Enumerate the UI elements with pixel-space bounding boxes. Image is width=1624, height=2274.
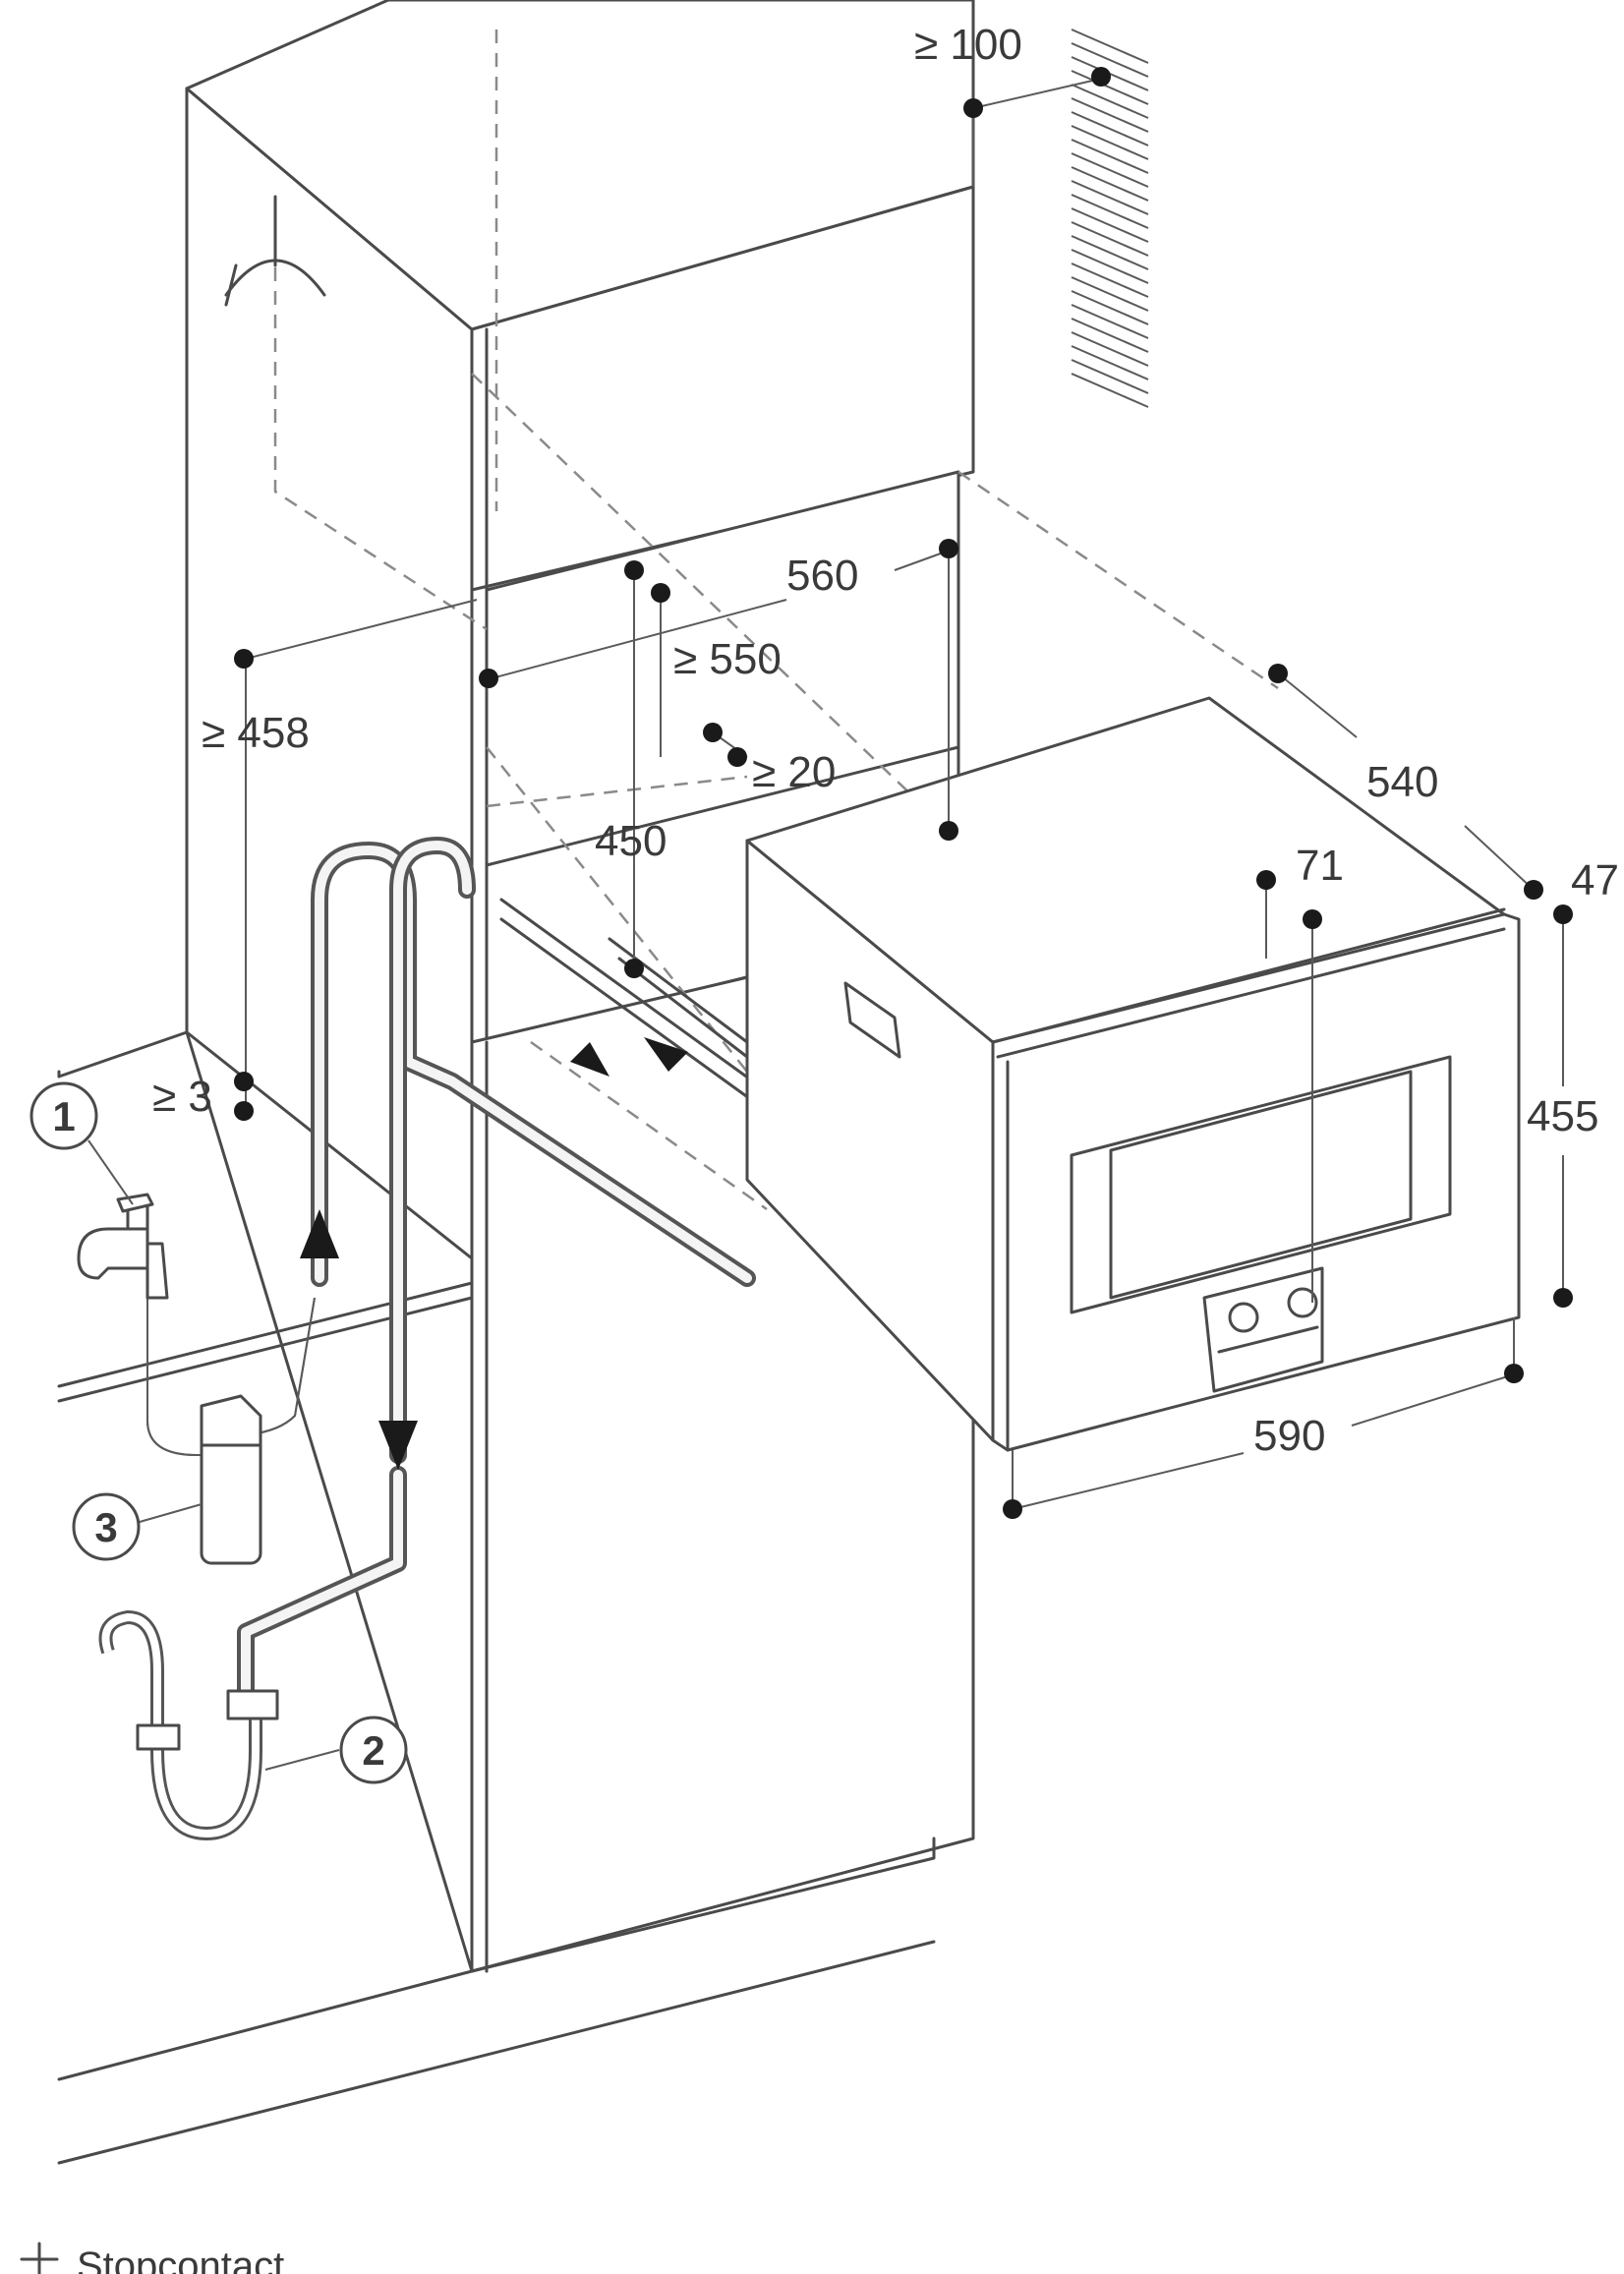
dim-niche-height: 450 — [595, 817, 667, 865]
hatch-line — [1071, 318, 1149, 353]
dim-niche-width: 560 — [786, 552, 858, 600]
hatch-line — [1071, 29, 1149, 64]
callout-2-label: 2 — [362, 1727, 384, 1774]
hatch-line — [1071, 166, 1149, 202]
hatch-line — [1071, 180, 1149, 215]
construction-lines — [273, 29, 1279, 1211]
dim-device-height: 455 — [1527, 1092, 1598, 1140]
hatch-line — [1071, 290, 1149, 325]
callout-3: 3 — [72, 1492, 141, 1561]
hatch-line — [1071, 42, 1149, 78]
hatch-line — [1071, 276, 1149, 312]
hatch-line — [1071, 262, 1149, 298]
hatch-line — [1071, 139, 1149, 174]
legend: Stopcontact — [20, 2242, 284, 2274]
dim-niche-depth: ≥ 550 — [673, 635, 782, 683]
callout-1-label: 1 — [52, 1093, 75, 1139]
dim-gap-top: ≥ 20 — [752, 748, 836, 796]
water-filter-icon — [200, 1394, 262, 1565]
hatch-line — [1071, 111, 1149, 146]
hatch-line — [1071, 194, 1149, 229]
water-tap-icon — [77, 1193, 169, 1300]
hatch-line — [1071, 359, 1149, 394]
dim-front-offset: 47 — [1571, 856, 1619, 904]
callout-1: 1 — [29, 1081, 98, 1150]
dimension-dots — [234, 67, 1573, 1519]
dim-device-depth: 540 — [1366, 758, 1438, 806]
hatch-line — [1071, 152, 1149, 188]
dim-device-width: 590 — [1253, 1412, 1325, 1460]
plug-earth-icon — [20, 2242, 59, 2274]
hatch-line — [1071, 97, 1149, 133]
dim-side-height: ≥ 458 — [202, 709, 310, 757]
dim-bottom-gap: ≥ 3 — [152, 1073, 212, 1121]
dim-panel-offset: 71 — [1296, 842, 1344, 890]
callout-3-label: 3 — [94, 1504, 117, 1550]
counter-lines — [57, 1030, 936, 2165]
hatch-line — [1071, 70, 1149, 105]
hatch-line — [1071, 235, 1149, 270]
hatch-line — [1071, 331, 1149, 367]
wall-hatching — [1071, 28, 1149, 408]
hatch-line — [1071, 345, 1149, 380]
hatch-line — [1071, 249, 1149, 284]
dimension-labels: ≥ 100 560 ≥ 550 ≥ 20 ≥ 458 450 ≥ 3 540 4… — [152, 21, 1619, 1460]
socket-symbol-icon — [224, 195, 326, 307]
callout-leaders — [87, 1139, 340, 1771]
hatch-line — [1071, 207, 1149, 243]
hatch-line — [1071, 125, 1149, 160]
legend-label: Stopcontact — [77, 2245, 284, 2274]
hatch-line — [1071, 373, 1149, 408]
hatch-line — [1071, 304, 1149, 339]
siphon-icon — [98, 1609, 279, 1841]
dim-top-clearance: ≥ 100 — [914, 21, 1022, 69]
appliance — [745, 696, 1521, 1452]
water-hoses — [146, 837, 756, 1700]
hatch-line — [1071, 221, 1149, 257]
callout-2: 2 — [339, 1716, 408, 1784]
hatch-line — [1071, 84, 1149, 119]
